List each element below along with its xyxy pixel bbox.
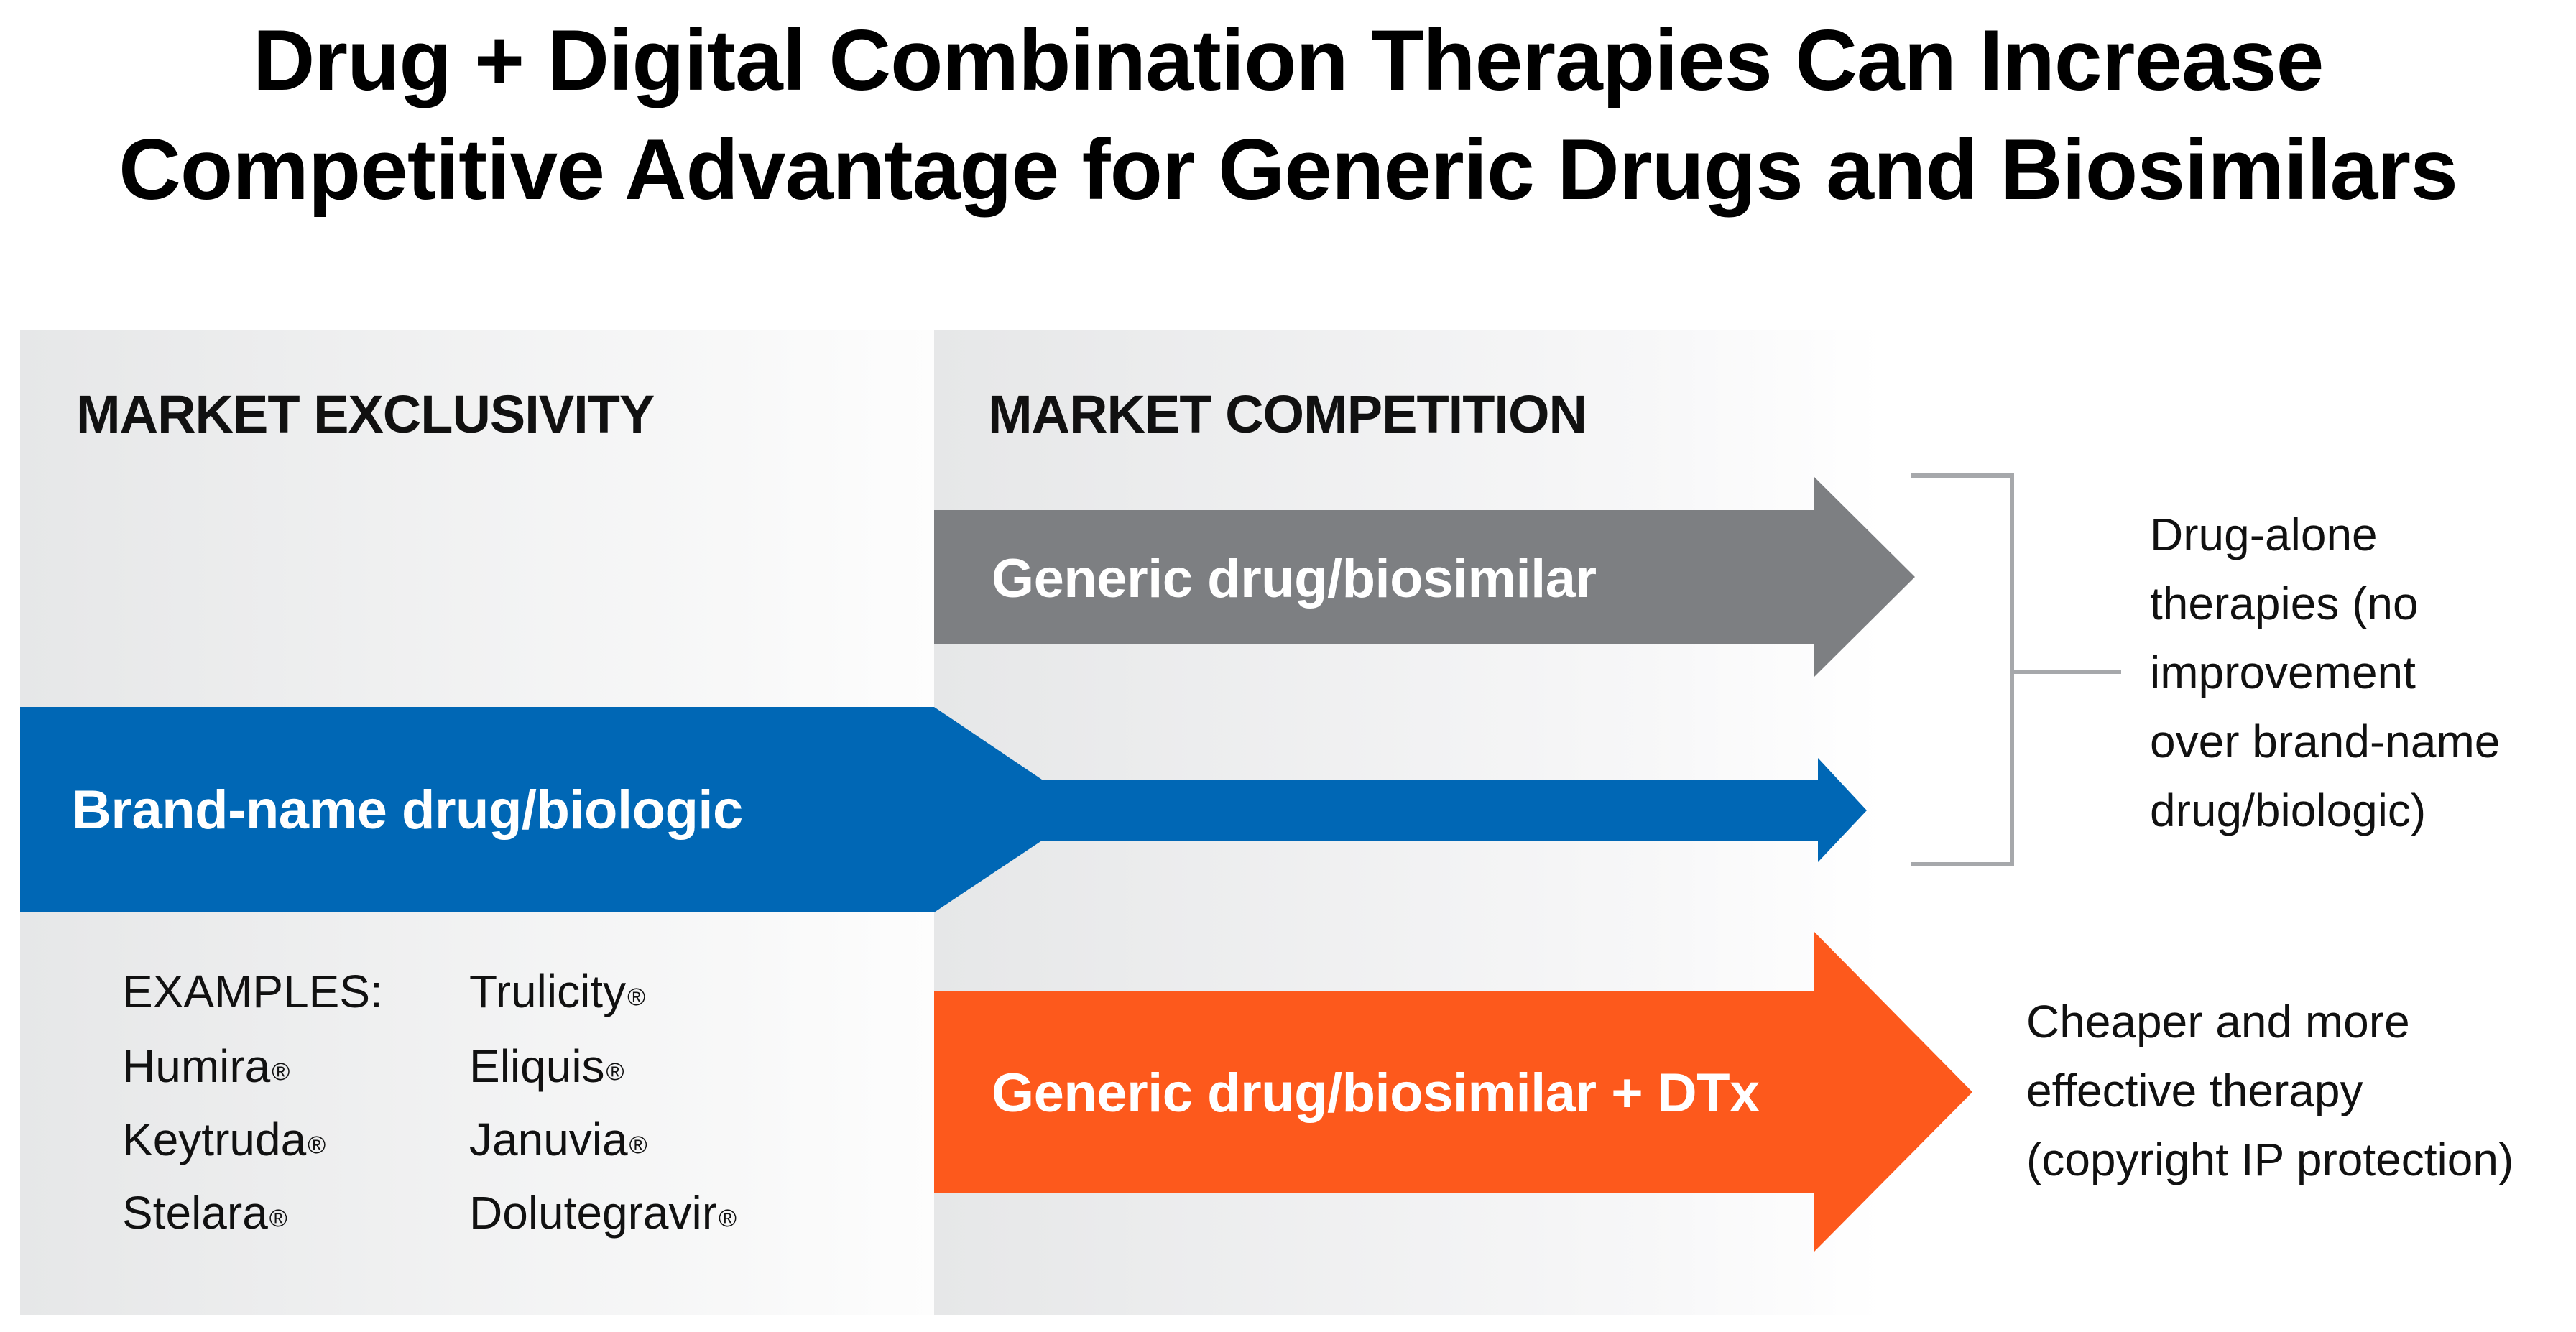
page-title: Drug + Digital Combination Therapies Can… xyxy=(0,6,2576,224)
generic-dtx-arrow xyxy=(934,932,1972,1252)
generic-dtx-label: Generic drug/biosimilar + DTx xyxy=(992,1063,1760,1124)
drug-alone-bracket xyxy=(1911,473,2014,866)
market-competition-heading: MARKET COMPETITION xyxy=(988,384,1587,444)
title-line-1: Drug + Digital Combination Therapies Can… xyxy=(252,12,2325,108)
example-eliquis: Eliquis® xyxy=(469,1040,624,1092)
generic-drug-label: Generic drug/biosimilar xyxy=(992,548,1597,609)
title-line-2: Competitive Advantage for Generic Drugs … xyxy=(119,121,2458,218)
example-humira: Humira® xyxy=(122,1040,290,1092)
market-exclusivity-heading: MARKET EXCLUSIVITY xyxy=(76,384,655,444)
examples-label: EXAMPLES: xyxy=(122,966,383,1017)
combo-therapy-note: Cheaper and more effective therapy (copy… xyxy=(2026,996,2514,1185)
example-stelara: Stelara® xyxy=(122,1187,287,1239)
generic-drug-arrow xyxy=(934,477,1915,677)
drug-alone-note: Drug-alone therapies (no improvement ove… xyxy=(2150,509,2501,836)
example-januvia: Januvia® xyxy=(469,1114,647,1165)
example-dolutegravir: Dolutegravir® xyxy=(469,1187,737,1239)
brand-drug-label: Brand-name drug/biologic xyxy=(72,780,743,841)
example-trulicity: Trulicity® xyxy=(469,966,646,1017)
example-keytruda: Keytruda® xyxy=(122,1114,326,1165)
brand-drug-arrow xyxy=(20,707,1867,912)
